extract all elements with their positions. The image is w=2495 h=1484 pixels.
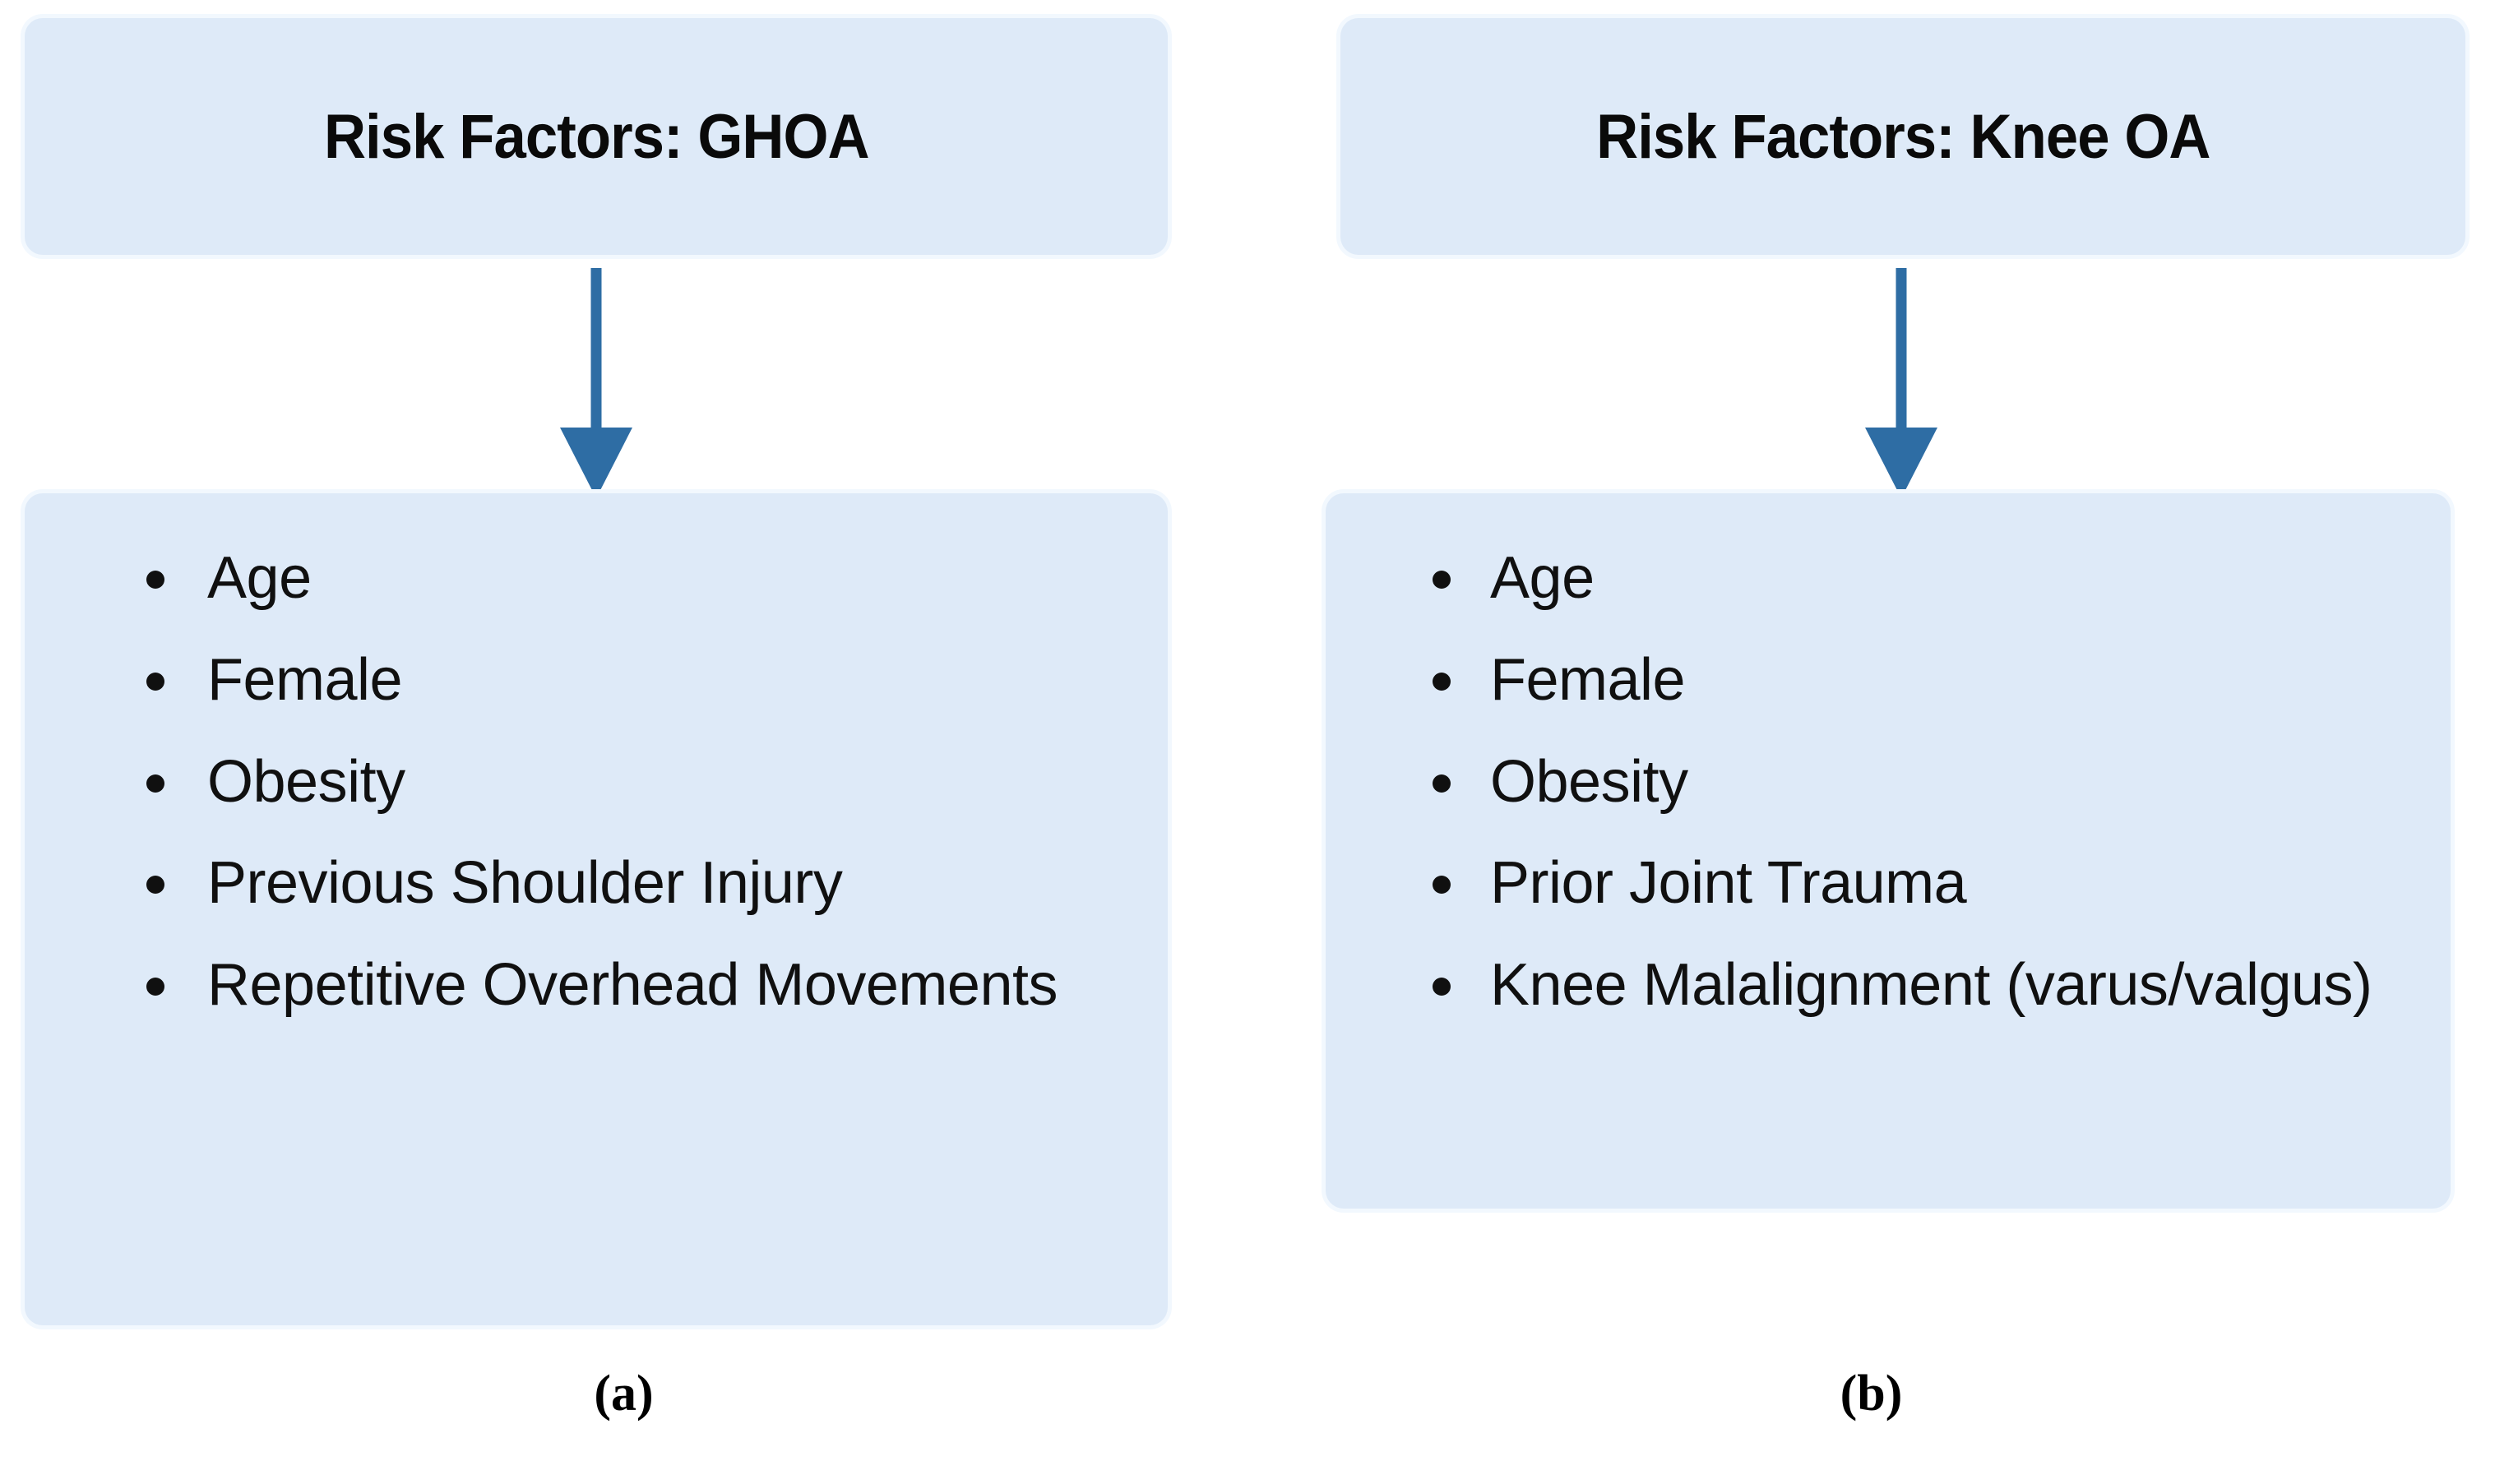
risk-factor-list-ghoa: Age Female Obesity Previous Shoulder Inj… (25, 528, 1151, 1037)
list-item: Previous Shoulder Injury (25, 833, 1151, 935)
list-item: Knee Malalignment (varus/valgus) (1326, 935, 2434, 1037)
header-title-ghoa: Risk Factors: GHOA (323, 101, 870, 172)
panel-knee-oa: Risk Factors: Knee OA Age Female Obesity… (1248, 0, 2495, 1484)
risk-factor-list-box-knee-oa: Age Female Obesity Prior Joint Trauma Kn… (1326, 493, 2451, 1209)
arrow-down-icon-knee-oa (1865, 268, 1937, 498)
list-item-label: Female (207, 646, 403, 713)
list-item-label: Obesity (207, 748, 405, 815)
list-item-label: Knee Malalignment (varus/valgus) (1490, 952, 2372, 1019)
risk-factor-list-knee-oa: Age Female Obesity Prior Joint Trauma Kn… (1326, 528, 2434, 1037)
list-item-label: Female (1490, 646, 1686, 713)
list-item-label: Obesity (1490, 748, 1688, 815)
header-box-ghoa: Risk Factors: GHOA (25, 18, 1168, 255)
list-item-label: Prior Joint Trauma (1490, 850, 1967, 917)
list-item: Female (1326, 630, 2434, 732)
arrow-down-icon-ghoa (560, 268, 632, 498)
list-item-label: Age (207, 545, 312, 611)
header-box-knee-oa: Risk Factors: Knee OA (1340, 18, 2465, 255)
list-item: Obesity (25, 732, 1151, 834)
panel-caption-a: (a) (594, 1366, 654, 1422)
list-item-label: Previous Shoulder Injury (207, 850, 843, 917)
header-title-knee-oa: Risk Factors: Knee OA (1595, 101, 2210, 172)
list-item: Female (25, 630, 1151, 732)
list-item: Repetitive Overhead Movements (25, 935, 1151, 1037)
list-item-label: Age (1490, 545, 1595, 611)
panel-ghoa: Risk Factors: GHOA Age Female Obesity Pr… (25, 18, 1168, 1422)
risk-factor-list-box-ghoa: Age Female Obesity Previous Shoulder Inj… (25, 493, 1168, 1325)
list-item-label: Repetitive Overhead Movements (207, 952, 1058, 1019)
list-item: Prior Joint Trauma (1326, 833, 2434, 935)
list-item: Obesity (1326, 732, 2434, 834)
list-item: Age (25, 528, 1151, 630)
panel-caption-b: (b) (1840, 1366, 1903, 1422)
list-item: Age (1326, 528, 2434, 630)
